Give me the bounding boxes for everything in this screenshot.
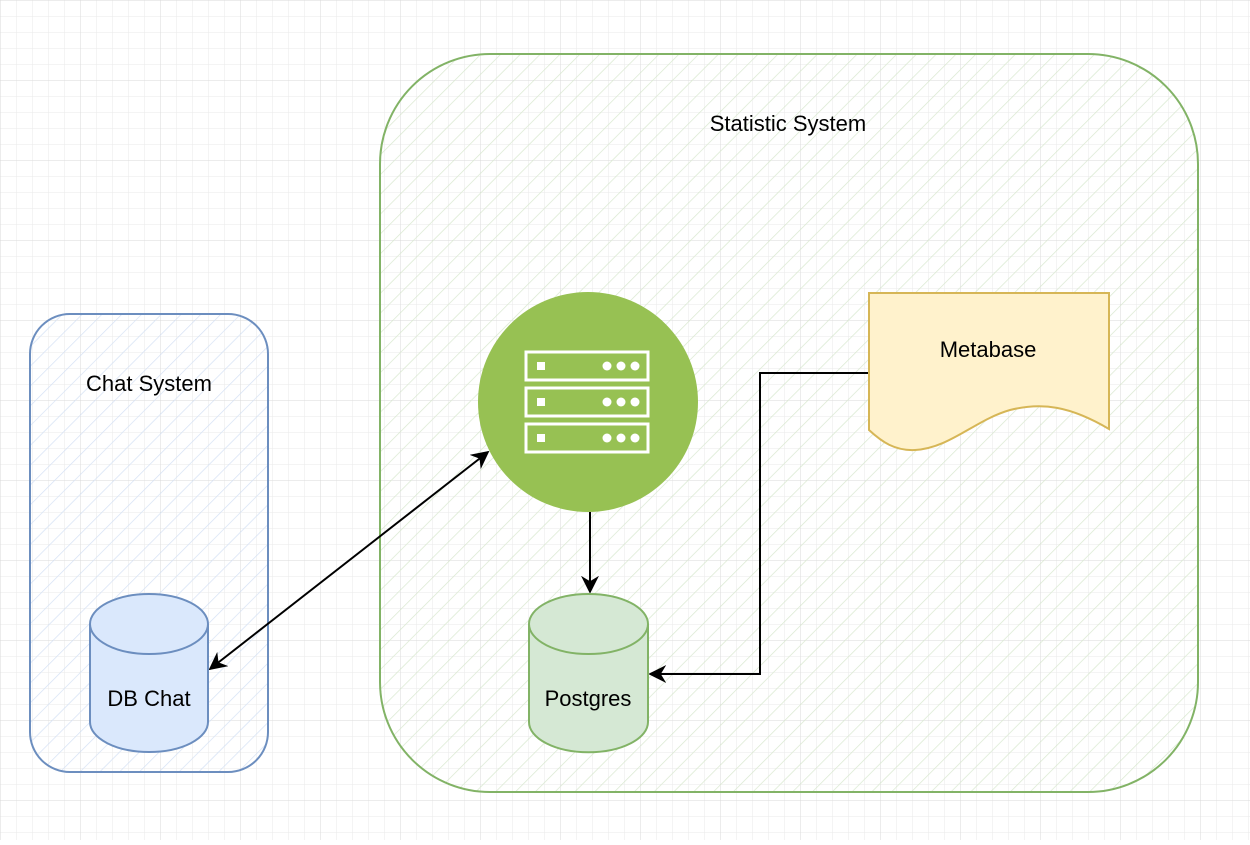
postgres-label: Postgres (545, 686, 632, 711)
statistic-system-label: Statistic System (710, 111, 866, 136)
metabase-shape (868, 292, 1110, 452)
db-chat-label: DB Chat (107, 686, 190, 711)
postgres-node[interactable]: Postgres (528, 593, 649, 754)
metabase-node[interactable]: Metabase (868, 292, 1110, 452)
edge-metabase-postgres[interactable] (648, 372, 868, 683)
metabase-label: Metabase (940, 337, 1037, 362)
chat-system-label: Chat System (86, 371, 212, 396)
edges (208, 372, 868, 683)
server-icon (524, 350, 650, 454)
db-chat-node[interactable]: DB Chat (89, 593, 209, 753)
edge-server-dbchat[interactable] (208, 450, 490, 671)
server-circle (478, 292, 698, 512)
server-node[interactable] (478, 292, 698, 512)
